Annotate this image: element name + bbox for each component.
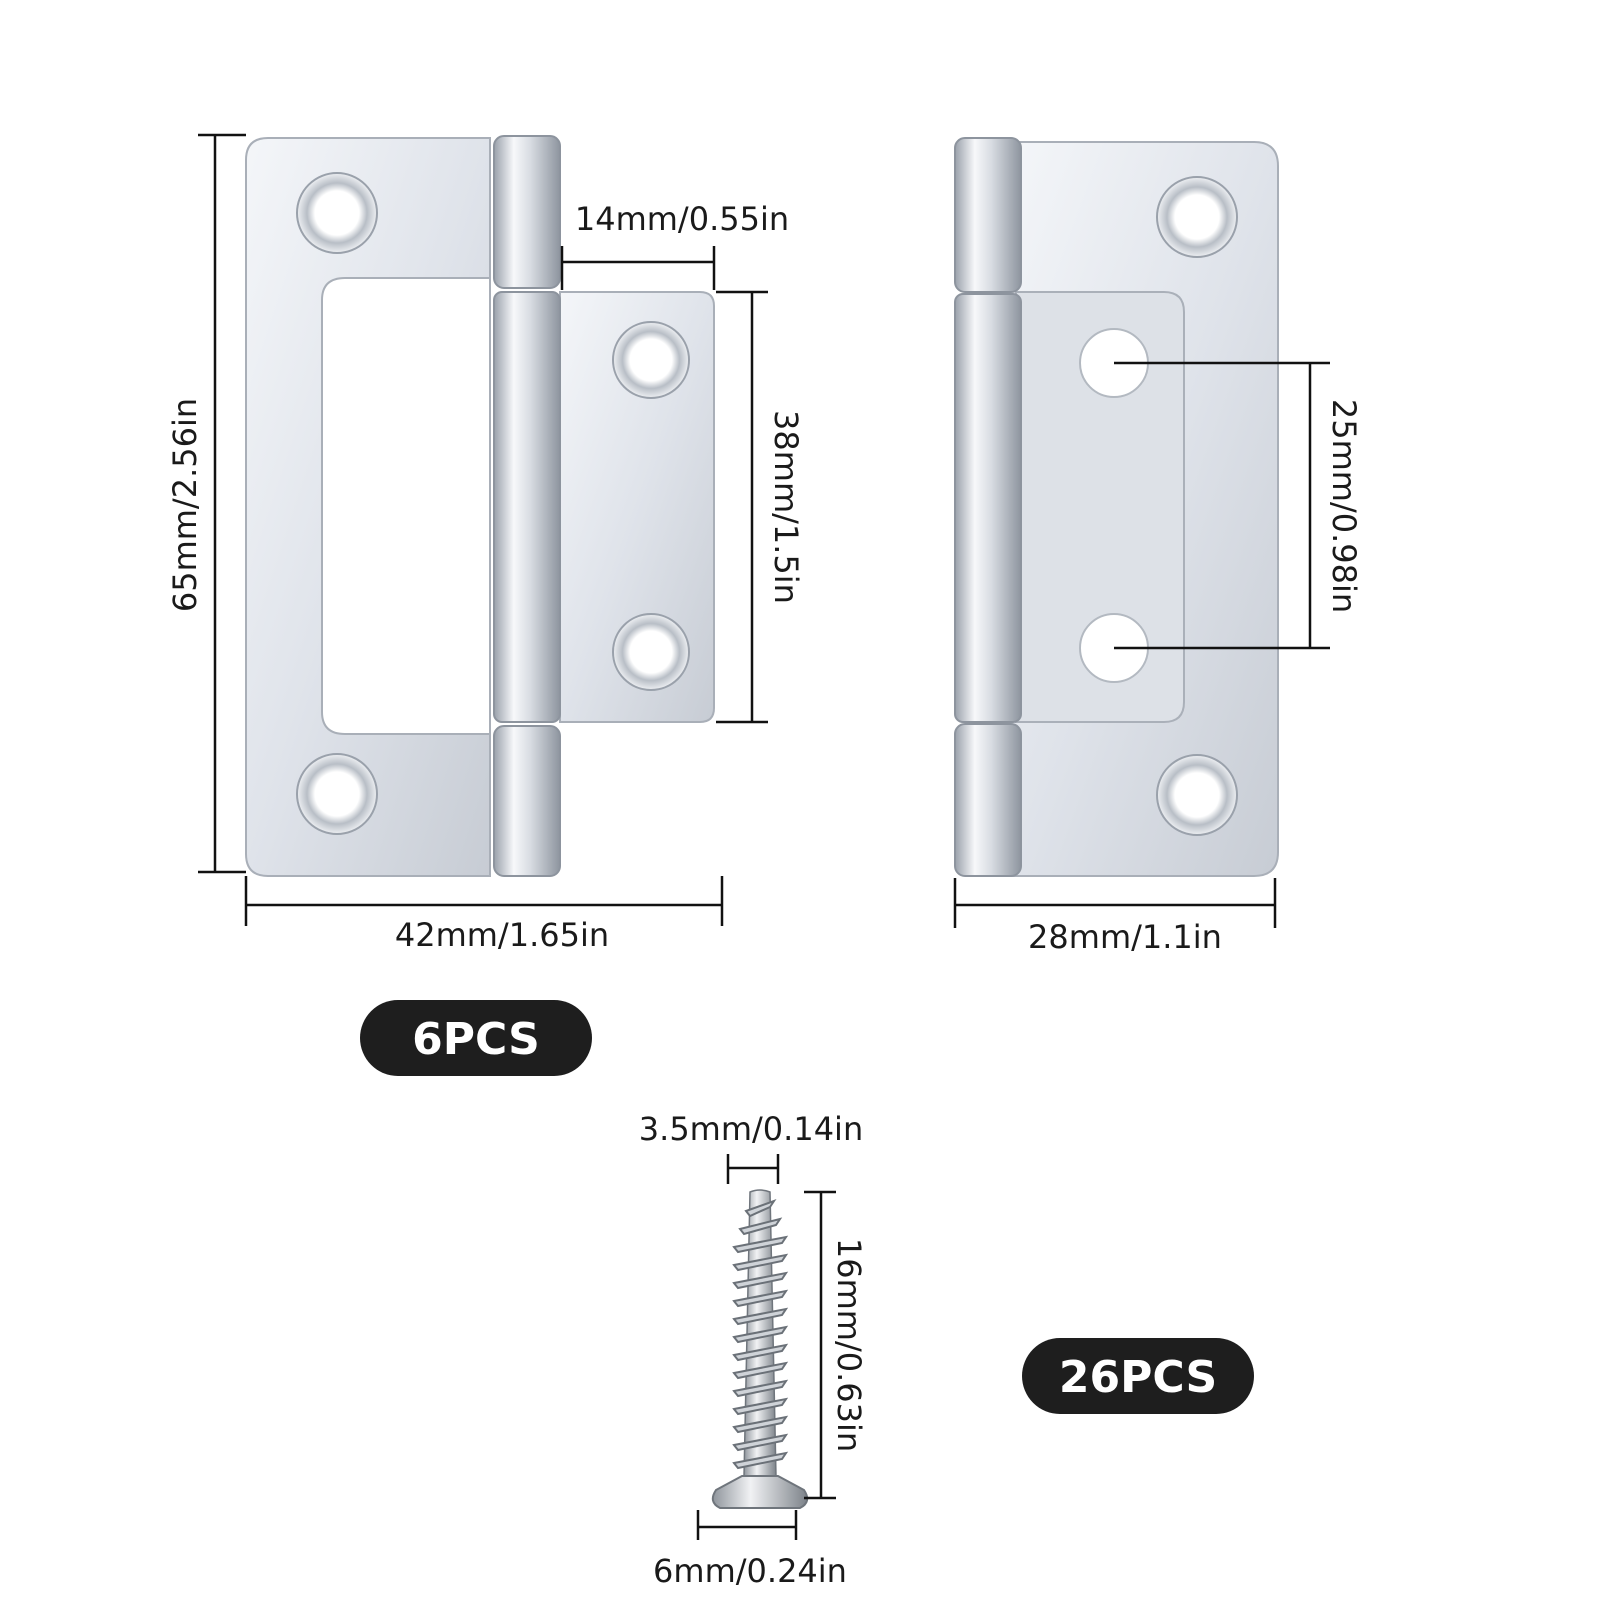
- closed-hinge-hole-top: [1156, 176, 1238, 258]
- dim-hinge-knuckle-gap: 14mm/0.55in: [575, 200, 789, 238]
- dim-hinge-hole-spacing: 25mm/0.98in: [1325, 399, 1363, 613]
- closed-hinge-hole-bottom: [1156, 754, 1238, 836]
- closed-hinge-inner-leaf: [1015, 291, 1185, 723]
- screw-dimensions: [696, 1154, 836, 1540]
- screw-head: [711, 1475, 809, 1509]
- screw-thread: [732, 1307, 789, 1326]
- screw-thread: [732, 1379, 789, 1398]
- screw-thread: [732, 1235, 789, 1254]
- dim-hinge-leaf-height: 38mm/1.5in: [767, 410, 805, 604]
- dim-screw-thread-dia: 6mm/0.24in: [653, 1552, 847, 1590]
- closed-hinge: [954, 137, 1279, 877]
- screw-thread: [732, 1289, 789, 1308]
- closed-hinge-dimensions: [953, 361, 1330, 928]
- screw-thread: [732, 1415, 789, 1434]
- closed-hinge-knuckle-bottom: [954, 723, 1022, 877]
- screw-quantity-badge: 26PCS: [1022, 1338, 1254, 1414]
- screw-thread: [732, 1433, 789, 1452]
- closed-hinge-knuckle-middle: [954, 293, 1022, 723]
- dim-screw-length: 16mm/0.63in: [830, 1238, 868, 1452]
- open-hinge: [245, 135, 715, 877]
- screw-thread: [738, 1217, 783, 1236]
- screw-thread: [732, 1271, 789, 1290]
- dim-hinge-closed-width: 28mm/1.1in: [1028, 918, 1222, 956]
- screw-thread: [732, 1451, 789, 1470]
- screw-thread: [732, 1253, 789, 1272]
- hinge-hole-bottom-left: [296, 753, 378, 835]
- screw-quantity-text: 26PCS: [1059, 1352, 1217, 1403]
- dim-screw-head-dia: 3.5mm/0.14in: [639, 1110, 863, 1148]
- open-hinge-dimensions: [198, 133, 768, 926]
- screw-thread: [744, 1199, 777, 1218]
- hinge-outer-leaf: [245, 137, 491, 877]
- hinge-hole-bottom-right: [612, 613, 690, 691]
- hinge-quantity-text: 6PCS: [412, 1014, 540, 1065]
- dim-hinge-open-width: 42mm/1.65in: [395, 916, 609, 954]
- hinge-knuckle-middle: [493, 291, 561, 723]
- hinge-hole-top-left: [296, 172, 378, 254]
- hinge-quantity-badge: 6PCS: [360, 1000, 592, 1076]
- hinge-knuckle-top: [493, 135, 561, 289]
- closed-hinge-knuckle-top: [954, 137, 1022, 293]
- hinge-inner-leaf: [559, 291, 715, 723]
- screw-thread: [732, 1397, 789, 1416]
- dim-hinge-open-height: 65mm/2.56in: [166, 398, 204, 612]
- screw-threads: [732, 1199, 789, 1470]
- screw-thread: [732, 1343, 789, 1362]
- hinge-hole-top-right: [612, 321, 690, 399]
- hinge-knuckle-bottom: [493, 725, 561, 877]
- screw-thread: [732, 1361, 789, 1380]
- screw-thread: [732, 1325, 789, 1344]
- screw: [711, 1189, 809, 1509]
